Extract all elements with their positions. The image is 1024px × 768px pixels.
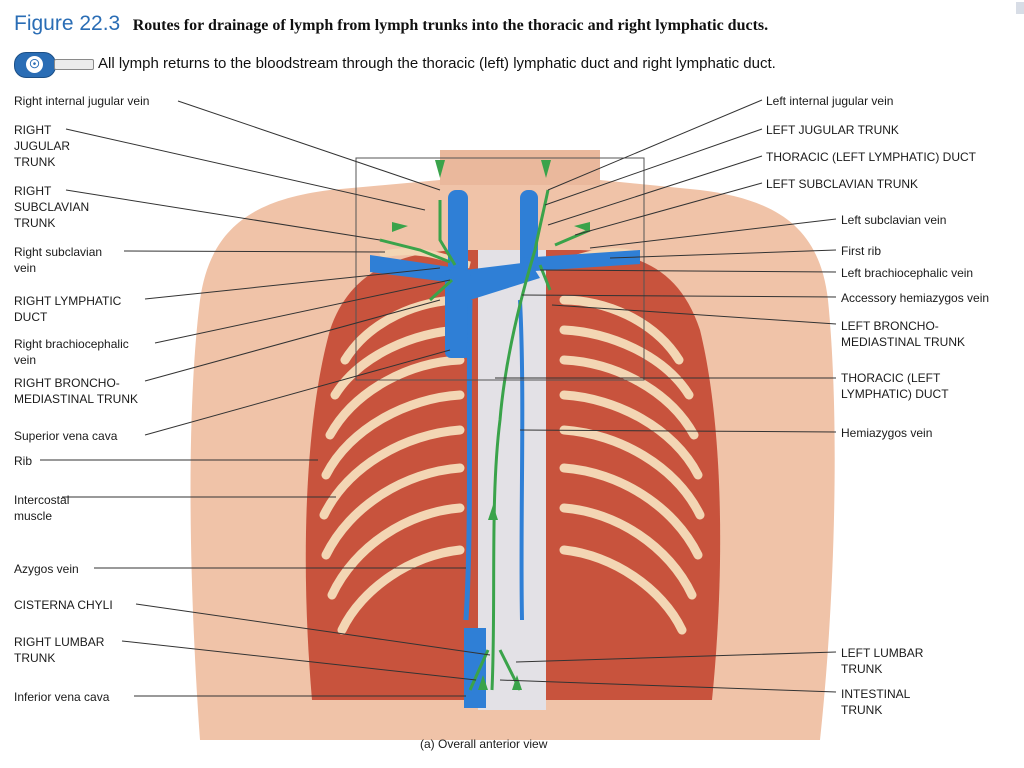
label-right-jugular-trunk: RIGHT JUGULAR TRUNK <box>14 123 71 169</box>
scroll-indicator[interactable] <box>1016 2 1024 14</box>
label-left-subclavian-trunk: LEFT SUBCLAVIAN TRUNK <box>766 177 919 191</box>
label-right-bronchomediastinal-trunk: RIGHT BRONCHO- MEDIASTINAL TRUNK <box>14 376 139 406</box>
label-left-internal-jugular-vein: Left internal jugular vein <box>766 94 894 108</box>
label-inferior-vena-cava: Inferior vena cava <box>14 690 110 704</box>
label-left-lumbar-trunk: LEFT LUMBAR TRUNK <box>841 646 924 676</box>
label-intercostal-muscle: Intercostal muscle <box>14 493 70 523</box>
label-right-subclavian-vein: Right subclavian vein <box>14 245 103 275</box>
label-rib: Rib <box>14 454 33 468</box>
ribs <box>319 295 705 635</box>
label-hemiazygos-vein: Hemiazygos vein <box>841 426 933 440</box>
label-intestinal-trunk: INTESTINAL TRUNK <box>841 687 911 717</box>
label-thoracic-duct-top: THORACIC (LEFT LYMPHATIC) DUCT <box>766 150 977 164</box>
figure-caption-title: Routes for drainage of lymph from lymph … <box>132 17 769 34</box>
label-right-internal-jugular-vein: Right internal jugular vein <box>14 94 150 108</box>
label-superior-vena-cava: Superior vena cava <box>14 429 118 443</box>
lock-key-icon: ☉ <box>14 52 56 78</box>
figure-number: Figure 22.3 <box>14 12 121 35</box>
label-right-brachiocephalic-vein: Right brachiocephalic vein <box>14 337 129 367</box>
key-point-text: All lymph returns to the bloodstream thr… <box>98 55 776 72</box>
label-left-subclavian-vein: Left subclavian vein <box>841 213 947 227</box>
label-first-rib: First rib <box>841 244 881 258</box>
label-accessory-hemiazygos-vein: Accessory hemiazygos vein <box>841 291 990 305</box>
vertebral-column <box>478 250 546 710</box>
inset-box <box>355 157 645 381</box>
label-right-subclavian-trunk: RIGHT SUBCLAVIAN TRUNK <box>14 184 90 230</box>
azygos-vein-line <box>463 299 473 621</box>
label-azygos-vein: Azygos vein <box>14 562 79 576</box>
label-right-lymphatic-duct: RIGHT LYMPHATIC DUCT <box>14 294 122 324</box>
label-left-bronchomediastinal-trunk: LEFT BRONCHO- MEDIASTINAL TRUNK <box>841 319 966 349</box>
leader-lines <box>40 99 837 697</box>
label-right-lumbar-trunk: RIGHT LUMBAR TRUNK <box>14 635 105 665</box>
label-thoracic-duct-mid: THORACIC (LEFT LYMPHATIC) DUCT <box>841 371 949 401</box>
hemiazygos-vein-line <box>518 299 525 621</box>
neck-skin <box>440 150 600 185</box>
lymph-arrows <box>392 160 590 690</box>
figure-panel-caption: (a) Overall anterior view <box>420 737 548 751</box>
label-cisterna-chyli: CISTERNA CHYLI <box>14 598 113 612</box>
figure-title: Figure 22.3 Routes for drainage of lymph… <box>14 12 768 40</box>
veins <box>370 190 640 708</box>
label-left-brachiocephalic-vein: Left brachiocephalic vein <box>841 266 974 280</box>
label-left-jugular-trunk: LEFT JUGULAR TRUNK <box>766 123 899 137</box>
key-bar-icon <box>54 59 94 70</box>
